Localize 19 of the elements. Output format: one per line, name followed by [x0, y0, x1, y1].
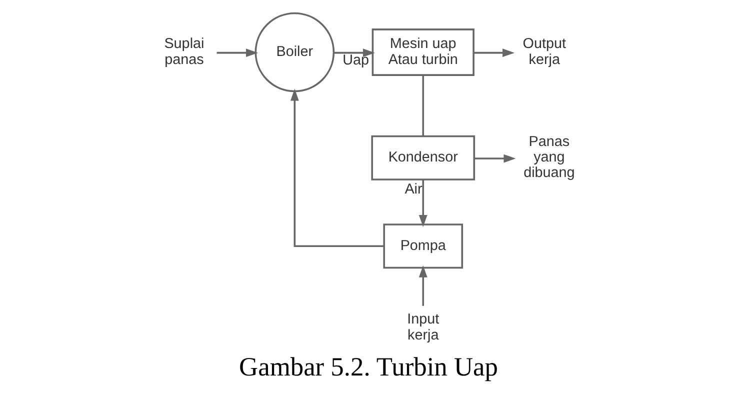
node-text: Output kerja — [522, 36, 566, 68]
node-text: Input kerja — [406, 312, 439, 344]
arrow — [474, 154, 516, 163]
edge-label: Air — [404, 182, 422, 198]
edge-label: Uap — [342, 52, 368, 68]
arrow — [418, 180, 427, 227]
caption: Gambar 5.2. Turbin Uap — [238, 351, 498, 382]
arrow — [418, 265, 427, 306]
node-circle: Boiler — [254, 12, 334, 92]
node-box: Kondensor — [370, 135, 475, 180]
node-text: Suplai panas — [164, 36, 204, 68]
node-box: Mesin uap Atau turbin — [371, 28, 474, 76]
node-text: Panas yang dibuang — [523, 134, 574, 182]
arrow — [473, 48, 514, 58]
arrow — [216, 48, 258, 58]
connector — [422, 75, 424, 136]
arrow — [290, 88, 384, 248]
node-box: Pompa — [382, 224, 463, 269]
arrow — [333, 48, 374, 58]
